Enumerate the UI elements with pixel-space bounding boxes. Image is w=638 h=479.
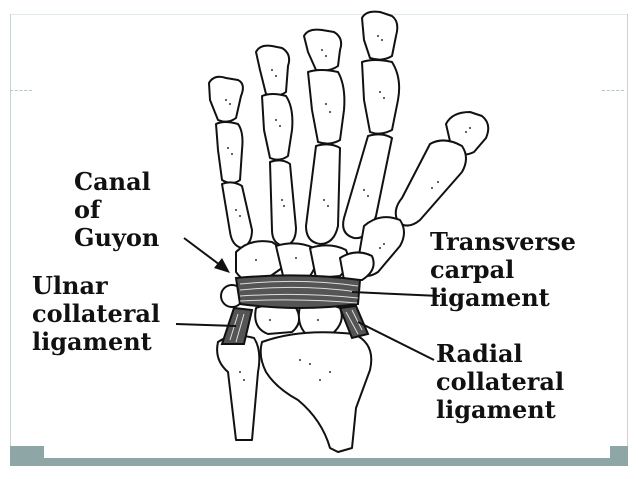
canal-of-guyon-arrow-line — [183, 237, 225, 269]
canal-of-guyon-arrowhead — [214, 258, 230, 273]
frame-left-line — [10, 14, 11, 446]
radial-collateral-leader-line — [357, 321, 435, 361]
little-finger-bones — [208, 75, 253, 249]
radial-collateral-ligament-band — [338, 304, 370, 340]
index-finger-bones — [342, 10, 401, 240]
label-radial-collateral-ligament: Radial collateral ligament — [436, 339, 565, 424]
forearm-bones — [216, 331, 373, 453]
carpal-bones — [220, 240, 375, 335]
label-canal-of-guyon: Canal of Guyon — [74, 167, 160, 252]
thumb-bones — [355, 111, 490, 277]
label-ulnar-collateral-ligament: Ulnar collateral ligament — [32, 271, 161, 356]
bone-stipple — [225, 35, 471, 381]
left-dash-mark — [10, 90, 32, 91]
middle-finger-bones — [303, 28, 346, 245]
ulnar-collateral-ligament-band — [220, 306, 254, 345]
bottom-bar-inner — [44, 446, 610, 458]
label-transverse-carpal-ligament: Transverse carpal ligament — [430, 227, 576, 312]
frame-top-line — [10, 14, 628, 15]
right-dash-mark — [602, 90, 624, 91]
frame-right-line — [627, 14, 628, 446]
transverse-carpal-leader-line — [351, 291, 441, 297]
slide-bottom-bar — [10, 446, 628, 466]
ulnar-collateral-leader-line — [175, 323, 237, 327]
transverse-carpal-ligament-band — [234, 274, 362, 309]
